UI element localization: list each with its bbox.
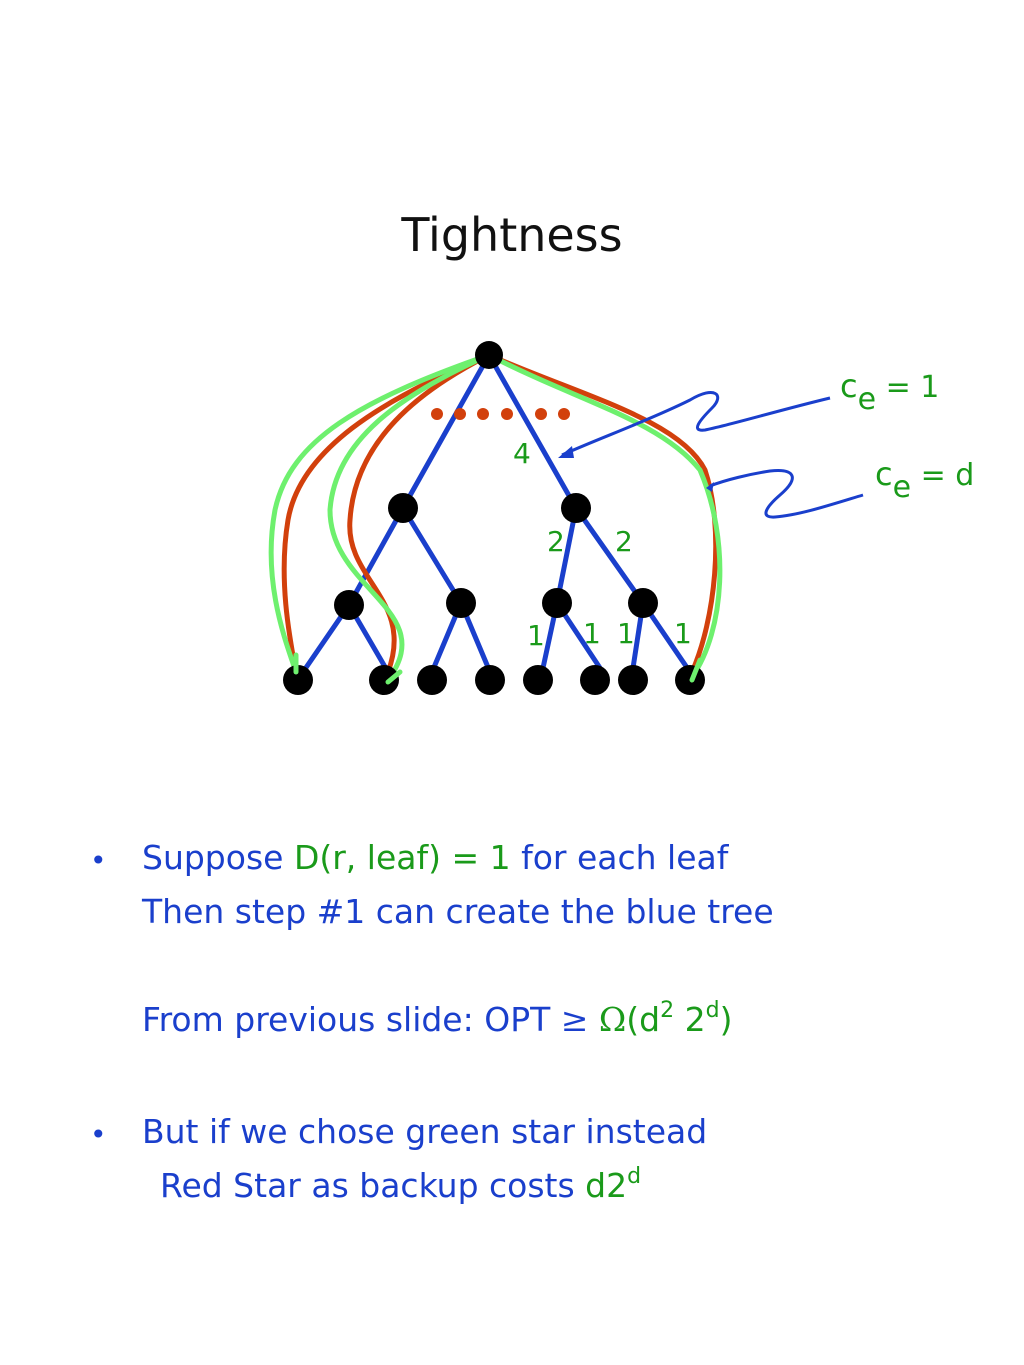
- ellipsis-dot: [477, 408, 489, 420]
- leaf-node: [580, 665, 610, 695]
- green-curve-left-outer: [268, 352, 492, 675]
- callout-rest: = d: [911, 458, 974, 493]
- internal-node: [628, 588, 658, 618]
- ellipsis-dots: [431, 408, 570, 420]
- formula-superscript: d: [627, 1164, 642, 1189]
- internal-node: [334, 590, 364, 620]
- text-span: From previous slide: OPT: [142, 1000, 561, 1039]
- bullet-line: From previous slide: OPT ≥ Ω(d2 2d): [142, 998, 733, 1040]
- green-curve-tip: [385, 669, 403, 685]
- arrow-head-icon: [706, 482, 714, 492]
- internal-node: [561, 493, 591, 523]
- internal-node: [446, 588, 476, 618]
- leaf-node: [369, 665, 399, 695]
- tree-edge: [400, 352, 492, 511]
- leaf-node: [523, 665, 553, 695]
- tree-nodes: [283, 341, 705, 695]
- weight-leaf: 1: [583, 617, 601, 650]
- leaf-node: [475, 665, 505, 695]
- tree-edge: [573, 505, 646, 606]
- tree-edge: [400, 505, 464, 606]
- internal-node: [388, 493, 418, 523]
- ellipsis-dot: [501, 408, 513, 420]
- red-curve-right: [486, 352, 719, 675]
- green-curve-left-inner: [327, 352, 492, 683]
- edge-weights: 4 2 2 1 1 1 1: [513, 437, 692, 652]
- root-node: [475, 341, 503, 369]
- ellipsis-dot: [535, 408, 547, 420]
- bullet-line: Then step #1 can create the blue tree: [142, 892, 774, 931]
- formula-d-r-leaf: D(r, leaf) = 1: [293, 838, 511, 877]
- callout-arrow-ced: [709, 468, 864, 519]
- tree-diagram: 4 2 2 1 1 1 1 ce = 1 ce = d: [268, 341, 974, 695]
- leaf-node: [618, 665, 648, 695]
- weight-level2-left: 2: [547, 525, 565, 558]
- weight-root-edge: 4: [513, 437, 531, 470]
- slide-title: Tightness: [401, 208, 623, 262]
- callout-subscript: e: [858, 382, 876, 417]
- formula-part: 2: [674, 1000, 706, 1039]
- red-curve-left-outer: [281, 352, 492, 675]
- callout-symbol: c: [840, 367, 858, 405]
- weight-level2-right: 2: [615, 525, 633, 558]
- red-star-curves: [281, 352, 719, 675]
- callout-ce-1: ce = 1: [840, 367, 939, 417]
- callout-rest: = 1: [876, 370, 939, 405]
- weight-leaf: 1: [674, 617, 692, 650]
- green-star-curves: [268, 352, 723, 683]
- callout-symbol: c: [875, 455, 893, 493]
- bullet-line: But if we chose green star instead: [142, 1112, 708, 1151]
- omega-symbol: Ω: [598, 1000, 627, 1039]
- formula-superscript: d: [705, 998, 720, 1023]
- callout-arrow-ce1: [561, 391, 831, 457]
- ellipsis-dot: [454, 408, 466, 420]
- bullet-marker: •: [90, 1118, 107, 1151]
- green-curve-tip: [689, 657, 703, 683]
- tree-edge: [346, 505, 406, 608]
- tree-edge: [486, 352, 579, 511]
- formula-part: (d: [626, 1000, 661, 1039]
- callout-labels: ce = 1 ce = d: [840, 367, 974, 505]
- weight-leaf: 1: [527, 619, 545, 652]
- text-span: for each leaf: [510, 838, 729, 877]
- bullet-line: Red Star as backup costs d2d: [160, 1164, 642, 1206]
- formula-superscript: 2: [660, 998, 675, 1023]
- leaf-node: [417, 665, 447, 695]
- arrow-head-icon: [558, 446, 574, 458]
- text-span: Red Star as backup costs: [160, 1166, 586, 1205]
- bullet-marker: •: [90, 844, 107, 877]
- green-curve-right: [486, 352, 723, 680]
- text-span: Suppose: [142, 838, 294, 877]
- formula-part: ): [719, 1000, 733, 1039]
- ellipsis-dot: [431, 408, 443, 420]
- ellipsis-dot: [558, 408, 570, 420]
- bullet-line: Suppose D(r, leaf) = 1 for each leaf: [142, 838, 728, 877]
- internal-node: [542, 588, 572, 618]
- tree-edge: [554, 505, 579, 606]
- callout-arrows: [558, 391, 864, 519]
- weight-leaf: 1: [617, 617, 635, 650]
- geq-symbol: ≥: [560, 1000, 589, 1039]
- leaf-node: [283, 665, 313, 695]
- callout-ce-d: ce = d: [875, 455, 974, 505]
- formula-d2d: d2: [585, 1166, 628, 1205]
- callout-subscript: e: [893, 470, 911, 505]
